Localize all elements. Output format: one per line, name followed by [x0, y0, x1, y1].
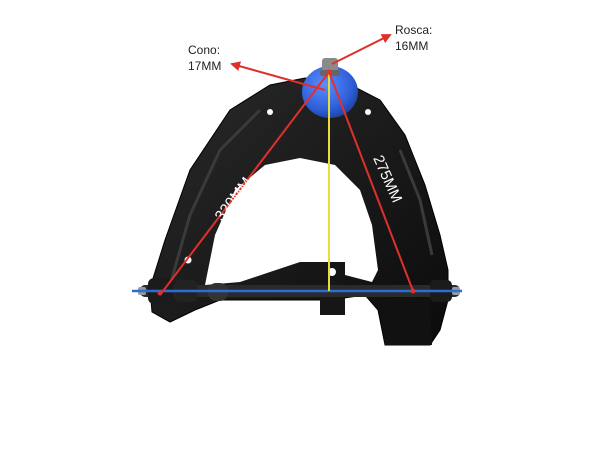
- arm-highlight: [168, 108, 434, 286]
- rosca-label: Rosca: 16MM: [395, 22, 432, 54]
- ball-joint-stud: [322, 58, 338, 72]
- right-arm-line: [328, 71, 414, 292]
- control-arm-opening: [205, 158, 378, 285]
- control-arm-photo: [149, 77, 449, 346]
- cono-label-title: Cono:: [188, 43, 221, 57]
- height-label: 255MM: [309, 188, 326, 238]
- measurements: [132, 34, 462, 296]
- width-label: 385MM: [262, 298, 312, 315]
- mount-hole: [365, 109, 371, 115]
- cono-label: Cono: 17MM: [188, 42, 221, 74]
- left-arm-line: [159, 71, 330, 296]
- left-pivot-point: [157, 290, 163, 296]
- right-clamp: [378, 300, 432, 345]
- rosca-arrow: [331, 34, 392, 65]
- rosca-label-title: Rosca:: [395, 23, 433, 37]
- cono-arrow: [230, 61, 326, 91]
- ball-joint-point: [326, 69, 332, 75]
- cono-label-value: 17MM: [188, 59, 222, 73]
- rosca-label-value: 16MM: [395, 39, 429, 53]
- mount-hole: [267, 109, 273, 115]
- right-pivot-point: [410, 288, 416, 294]
